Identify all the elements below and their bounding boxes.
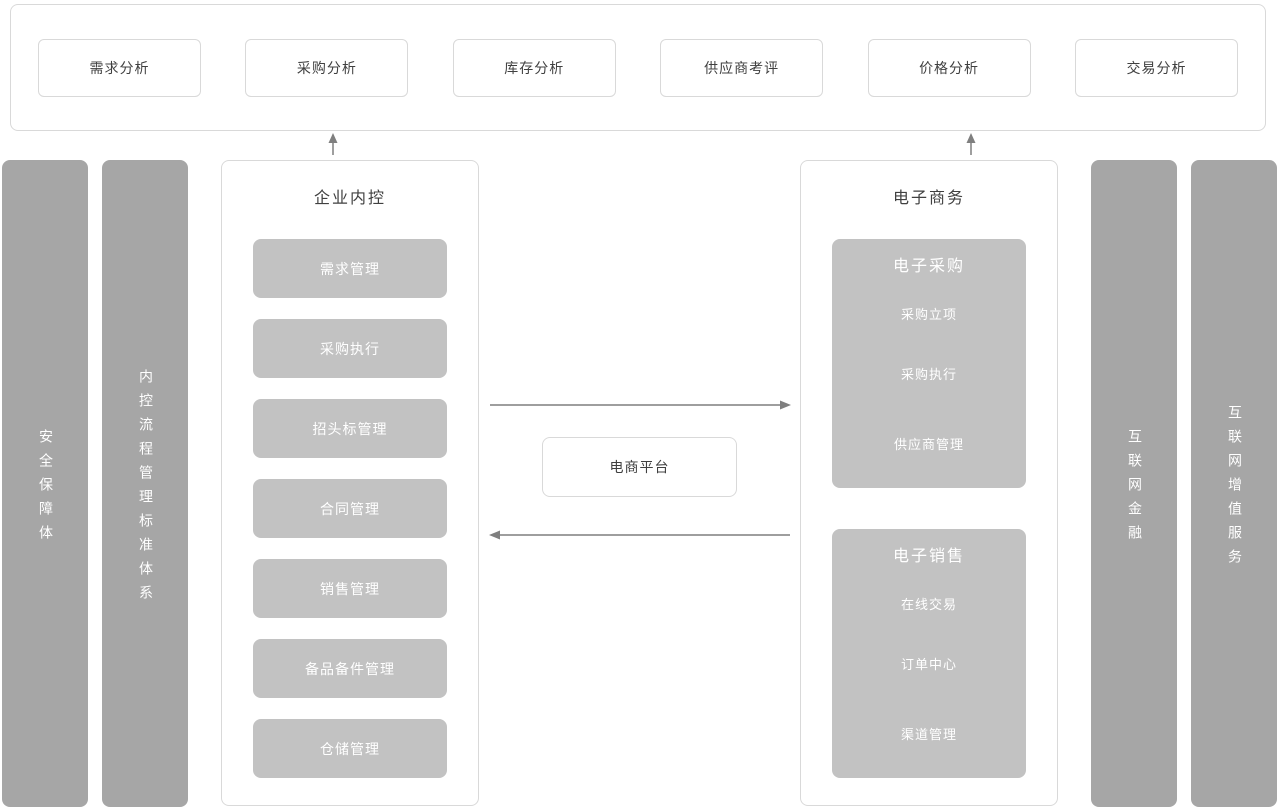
bar-security-assurance: 安全保障体	[2, 160, 88, 807]
node-warehouse-management: 仓储管理	[253, 719, 447, 778]
node-order-center: 订单中心	[900, 658, 957, 673]
group-e-procurement: 电子采购 采购立项 采购执行 供应商管理	[832, 239, 1026, 488]
panel-enterprise-internal-control-title: 企业内控	[313, 188, 386, 207]
bar-internal-control-standards-label: 内控流程管理标准体系	[137, 368, 153, 609]
arrow-left-to-internal-control	[489, 530, 790, 540]
group-e-sales: 电子销售 在线交易 订单中心 渠道管理	[832, 529, 1026, 778]
panel-ecommerce-title: 电子商务	[892, 188, 965, 207]
bar-security-assurance-label: 安全保障体	[37, 428, 53, 549]
bar-internet-value-added-services: 互联网增值服务	[1191, 160, 1277, 807]
node-demand-management: 需求管理	[253, 239, 447, 298]
node-procurement-analysis: 采购分析	[245, 38, 409, 97]
group-e-sales-title: 电子销售	[892, 546, 965, 565]
node-e-procurement-execution: 采购执行	[900, 368, 957, 383]
node-price-analysis: 价格分析	[867, 38, 1031, 97]
node-channel-management: 渠道管理	[900, 728, 957, 743]
bar-internal-control-standards: 内控流程管理标准体系	[102, 160, 188, 807]
bar-internet-finance: 互联网金融	[1091, 160, 1177, 807]
node-procurement-initiation: 采购立项	[900, 308, 957, 323]
panel-ecommerce: 电子商务 电子采购 采购立项 采购执行 供应商管理 电子销售 在线交易 订单中心…	[800, 160, 1058, 806]
node-spare-parts-management: 备品备件管理	[253, 639, 447, 698]
bar-internet-finance-label: 互联网金融	[1126, 428, 1142, 549]
node-transaction-analysis: 交易分析	[1074, 38, 1238, 97]
node-ecommerce-platform: 电商平台	[542, 437, 737, 497]
node-bidding-management: 招头标管理	[253, 399, 447, 458]
node-supplier-management: 供应商管理	[893, 438, 964, 453]
node-inventory-analysis: 库存分析	[452, 38, 616, 97]
arrow-right-to-ecommerce	[490, 400, 791, 410]
panel-enterprise-internal-control: 企业内控 需求管理 采购执行 招头标管理 合同管理 销售管理 备品备件管理 仓储…	[221, 160, 479, 806]
node-contract-management: 合同管理	[253, 479, 447, 538]
node-procurement-execution: 采购执行	[253, 319, 447, 378]
node-demand-analysis: 需求分析	[38, 38, 201, 97]
bar-internet-value-added-services-label: 互联网增值服务	[1226, 404, 1242, 573]
arrow-up-ecommerce	[966, 133, 976, 155]
node-sales-management: 销售管理	[253, 559, 447, 618]
node-supplier-evaluation: 供应商考评	[660, 38, 824, 97]
arrow-up-internal-control	[328, 133, 338, 155]
analysis-panel: 需求分析 采购分析 库存分析 供应商考评 价格分析 交易分析	[10, 4, 1266, 131]
node-online-trading: 在线交易	[900, 598, 957, 613]
group-e-procurement-title: 电子采购	[892, 256, 965, 275]
